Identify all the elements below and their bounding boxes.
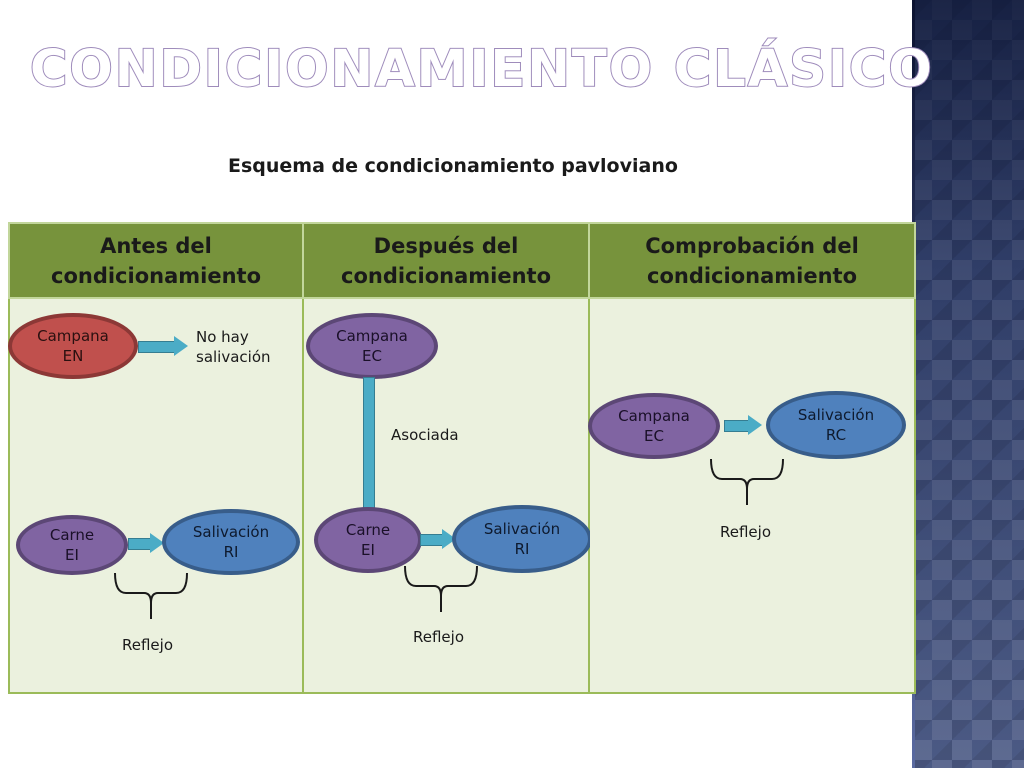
header-test-line2: condicionamiento [647, 263, 857, 288]
header-before-line2: condicionamiento [51, 263, 261, 288]
brace-before-reflex [114, 572, 188, 619]
node-after-meat-code: EI [361, 541, 375, 559]
diagram-subtitle: Esquema de condicionamiento pavloviano [228, 155, 678, 177]
node-after-meat-ei: Carne EI [314, 507, 422, 573]
arrow-after-meat-to-salivation [420, 529, 456, 549]
header-test: Comprobación del condicionamiento [588, 222, 916, 299]
node-before-salivation-code: RI [223, 543, 239, 561]
node-after-bell-name: Campana [336, 327, 408, 345]
node-before-meat-name: Carne [49, 526, 95, 544]
label-no-salivation-line1: No hay [196, 328, 249, 346]
node-after-bell-code: EC [362, 347, 382, 365]
node-before-salivation-ri: Salivación RI [162, 509, 300, 575]
label-no-salivation: No hay salivación [196, 327, 271, 367]
node-after-bell-ec: Campana EC [306, 313, 438, 379]
node-before-bell-en: Campana EN [8, 313, 138, 379]
association-link [363, 377, 375, 511]
node-test-salivation-name: Salivación [797, 406, 875, 424]
node-after-meat-name: Carne [345, 521, 391, 539]
arrow-test-bell-to-salivation [724, 415, 762, 435]
arrow-before-bell-to-none [138, 336, 188, 356]
header-before-line1: Antes del [100, 233, 212, 258]
node-before-meat-code: EI [65, 546, 79, 564]
cell-test-canvas: Campana EC Salivación RC Reflejo [588, 299, 914, 692]
node-test-bell-code: EC [644, 427, 664, 445]
node-test-salivation-rc: Salivación RC [766, 391, 906, 459]
conditioning-scheme-table: Antes del condicionamiento Después del c… [8, 222, 916, 694]
cell-after-canvas: Campana EC Asociada Carne EI Salivación [304, 299, 592, 692]
header-test-line1: Comprobación del [645, 233, 859, 258]
label-associated: Asociada [391, 426, 459, 444]
node-after-salivation-code: RI [514, 540, 530, 558]
cell-test: Campana EC Salivación RC Reflejo [588, 297, 916, 694]
brace-after-reflex [404, 565, 478, 612]
label-test-reflex: Reflejo [720, 523, 771, 541]
label-after-reflex: Reflejo [413, 628, 464, 646]
node-before-bell-name: Campana [37, 327, 109, 345]
header-before: Antes del condicionamiento [8, 222, 304, 299]
header-after-line1: Después del [373, 233, 519, 258]
brace-test-reflex [710, 458, 784, 505]
node-before-meat-ei: Carne EI [16, 515, 128, 575]
cell-before: Campana EN No hay salivación Carne EI [8, 297, 304, 694]
label-before-reflex: Reflejo [122, 636, 173, 654]
side-decoration-band [912, 0, 1024, 768]
header-after: Después del condicionamiento [302, 222, 590, 299]
node-test-bell-ec: Campana EC [588, 393, 720, 459]
slide-title: Condicionamiento clásico [29, 40, 934, 99]
cell-after: Campana EC Asociada Carne EI Salivación [302, 297, 592, 694]
node-after-salivation-name: Salivación [483, 520, 561, 538]
node-test-bell-name: Campana [618, 407, 690, 425]
cell-before-canvas: Campana EN No hay salivación Carne EI [8, 299, 302, 692]
node-before-salivation-name: Salivación [192, 523, 270, 541]
node-before-bell-code: EN [62, 347, 84, 365]
arrow-before-meat-to-salivation [128, 533, 164, 553]
header-after-line2: condicionamiento [341, 263, 551, 288]
node-after-salivation-ri: Salivación RI [452, 505, 592, 573]
label-no-salivation-line2: salivación [196, 348, 271, 366]
node-test-salivation-code: RC [825, 426, 847, 444]
